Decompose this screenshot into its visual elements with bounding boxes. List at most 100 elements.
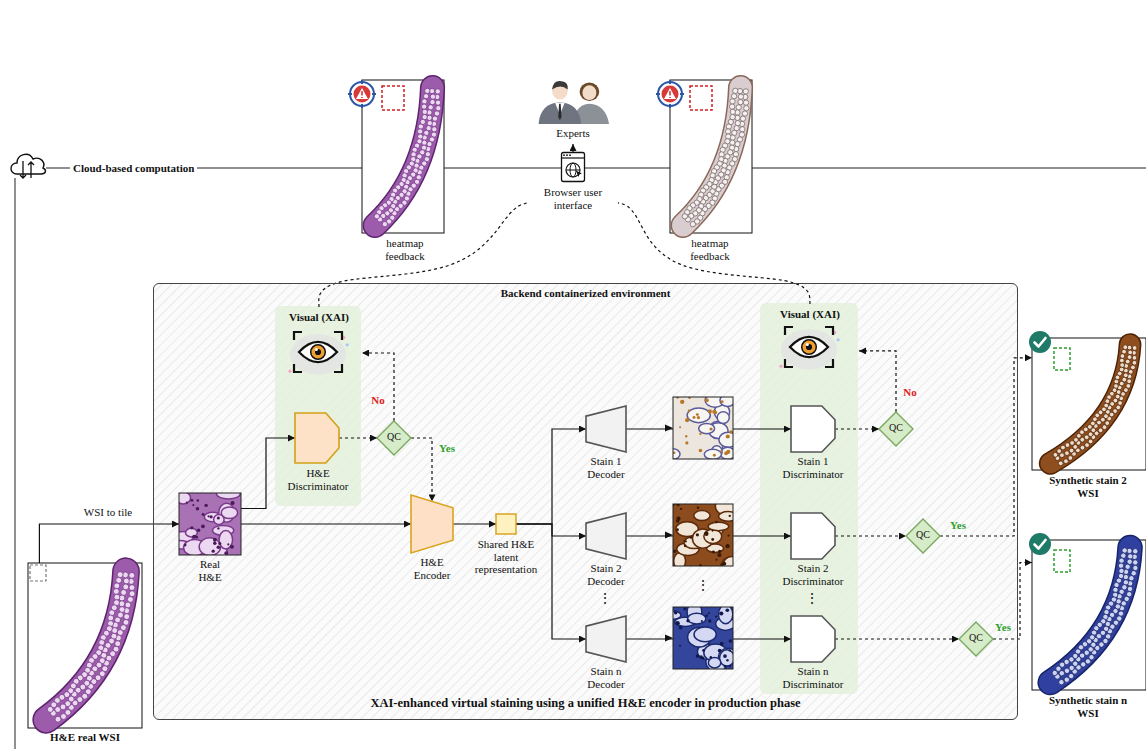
dashed-connector	[362, 353, 394, 421]
qc-diamond-shape	[377, 421, 411, 455]
dashed-connector	[835, 638, 959, 639]
connector	[453, 523, 496, 524]
tissue-tile	[202, 513, 205, 516]
tissue-section	[682, 88, 749, 227]
tissue-tile	[676, 528, 679, 531]
tissue-tile	[191, 499, 194, 502]
tissue-section	[427, 120, 432, 125]
eye-icon	[802, 340, 817, 355]
tissue-tile	[679, 645, 681, 647]
tissue-tile	[212, 549, 215, 552]
tissue-tile	[216, 493, 240, 499]
tissue-section	[1132, 355, 1137, 360]
tissue-section	[114, 594, 120, 600]
tissue-section	[738, 99, 743, 104]
decoder-block-shape	[586, 406, 626, 452]
tissue-section	[432, 116, 437, 121]
tissue-section	[113, 588, 119, 594]
tissue-tile	[179, 493, 191, 504]
browser-ui-shape	[576, 171, 582, 177]
eye-icon	[785, 327, 833, 367]
node-label: Real H&E	[190, 558, 230, 583]
heatmap-image-shape	[670, 80, 752, 233]
tissue-section	[436, 106, 441, 111]
edge-label: WSI to tile	[84, 506, 132, 519]
warning-icon	[361, 91, 363, 98]
warning-icon	[350, 82, 374, 106]
tissue-section	[733, 152, 738, 157]
tissue-tile	[680, 508, 682, 510]
tissue-section	[1133, 560, 1138, 565]
tissue-section	[1125, 564, 1130, 569]
eye-icon	[294, 332, 342, 372]
discriminator-block: Stain n Discriminator	[773, 616, 853, 694]
tissue-section	[422, 99, 427, 104]
tissue-section	[1057, 449, 1062, 454]
check-icon	[1035, 338, 1046, 347]
tissue-section	[1084, 435, 1089, 440]
tissue-tile	[190, 526, 193, 529]
tissue-section	[1119, 558, 1124, 563]
tissue-tile	[696, 654, 700, 658]
tissue-section	[725, 129, 730, 134]
decoder-block: Stain 1 Decoder	[571, 406, 641, 486]
decoder-block-shape	[586, 616, 626, 662]
tissue-tile	[688, 410, 691, 413]
tissue-tile	[723, 556, 733, 566]
discriminator-block: Stain 2 Discriminator	[773, 513, 853, 593]
ellipsis-mark: ⋮	[598, 591, 612, 607]
tissue-tile	[196, 507, 199, 510]
tissue-section	[127, 596, 133, 602]
tissue-section	[730, 109, 735, 114]
connector	[516, 429, 586, 524]
tissue-tile	[718, 550, 721, 553]
tissue-tile	[685, 418, 689, 422]
tissue-section	[375, 88, 432, 226]
tissue-tile	[204, 504, 207, 507]
tissue-tile	[720, 397, 733, 406]
tissue-section	[1065, 443, 1070, 448]
tissue-section	[124, 614, 130, 620]
tissue-section	[1131, 571, 1136, 576]
tissue-section	[114, 583, 120, 589]
edge-label: No	[903, 386, 916, 399]
eye-icon	[290, 334, 346, 374]
tissue-tile	[221, 507, 237, 519]
tissue-section	[417, 129, 422, 134]
tissue-tile	[726, 434, 730, 438]
arrow-head	[665, 532, 673, 539]
decoder-block: Stain n Decoder	[571, 616, 641, 696]
tissue-section	[731, 94, 736, 99]
tissue-section	[108, 615, 114, 621]
tissue-section	[425, 88, 430, 93]
eye-icon	[806, 343, 809, 346]
warning-icon	[664, 88, 676, 99]
expert-icon-shape	[580, 83, 600, 101]
tissue-tile	[179, 493, 241, 555]
tissue-tile	[694, 627, 716, 642]
tissue-section	[683, 88, 740, 226]
warning-icon	[690, 86, 712, 110]
tissue-section	[1133, 549, 1138, 554]
decoder-block-shape	[586, 513, 626, 559]
node-label: Visual (XAI)	[276, 311, 362, 324]
discriminator-block-shape	[295, 413, 339, 463]
tissue-section	[730, 99, 735, 104]
tissue-tile	[685, 441, 688, 444]
browser-ui: Browser user interface	[528, 150, 618, 216]
tissue-tile	[724, 451, 728, 455]
eye-icon	[781, 329, 837, 369]
tissue-section	[1121, 553, 1126, 558]
tissue-section	[1068, 456, 1073, 461]
tissue-tile	[699, 449, 703, 453]
band-fill	[275, 306, 361, 506]
tissue-tile	[197, 499, 199, 501]
eye-icon	[299, 342, 337, 362]
tissue-tile	[696, 533, 699, 536]
stain-output-tile	[672, 497, 743, 575]
eye-icon	[806, 344, 812, 350]
xai-band: Visual (XAI)H&E Discriminator	[276, 307, 362, 507]
tissue-tile	[693, 416, 696, 419]
latent-vector: Shared H&E latent representation	[466, 514, 546, 578]
